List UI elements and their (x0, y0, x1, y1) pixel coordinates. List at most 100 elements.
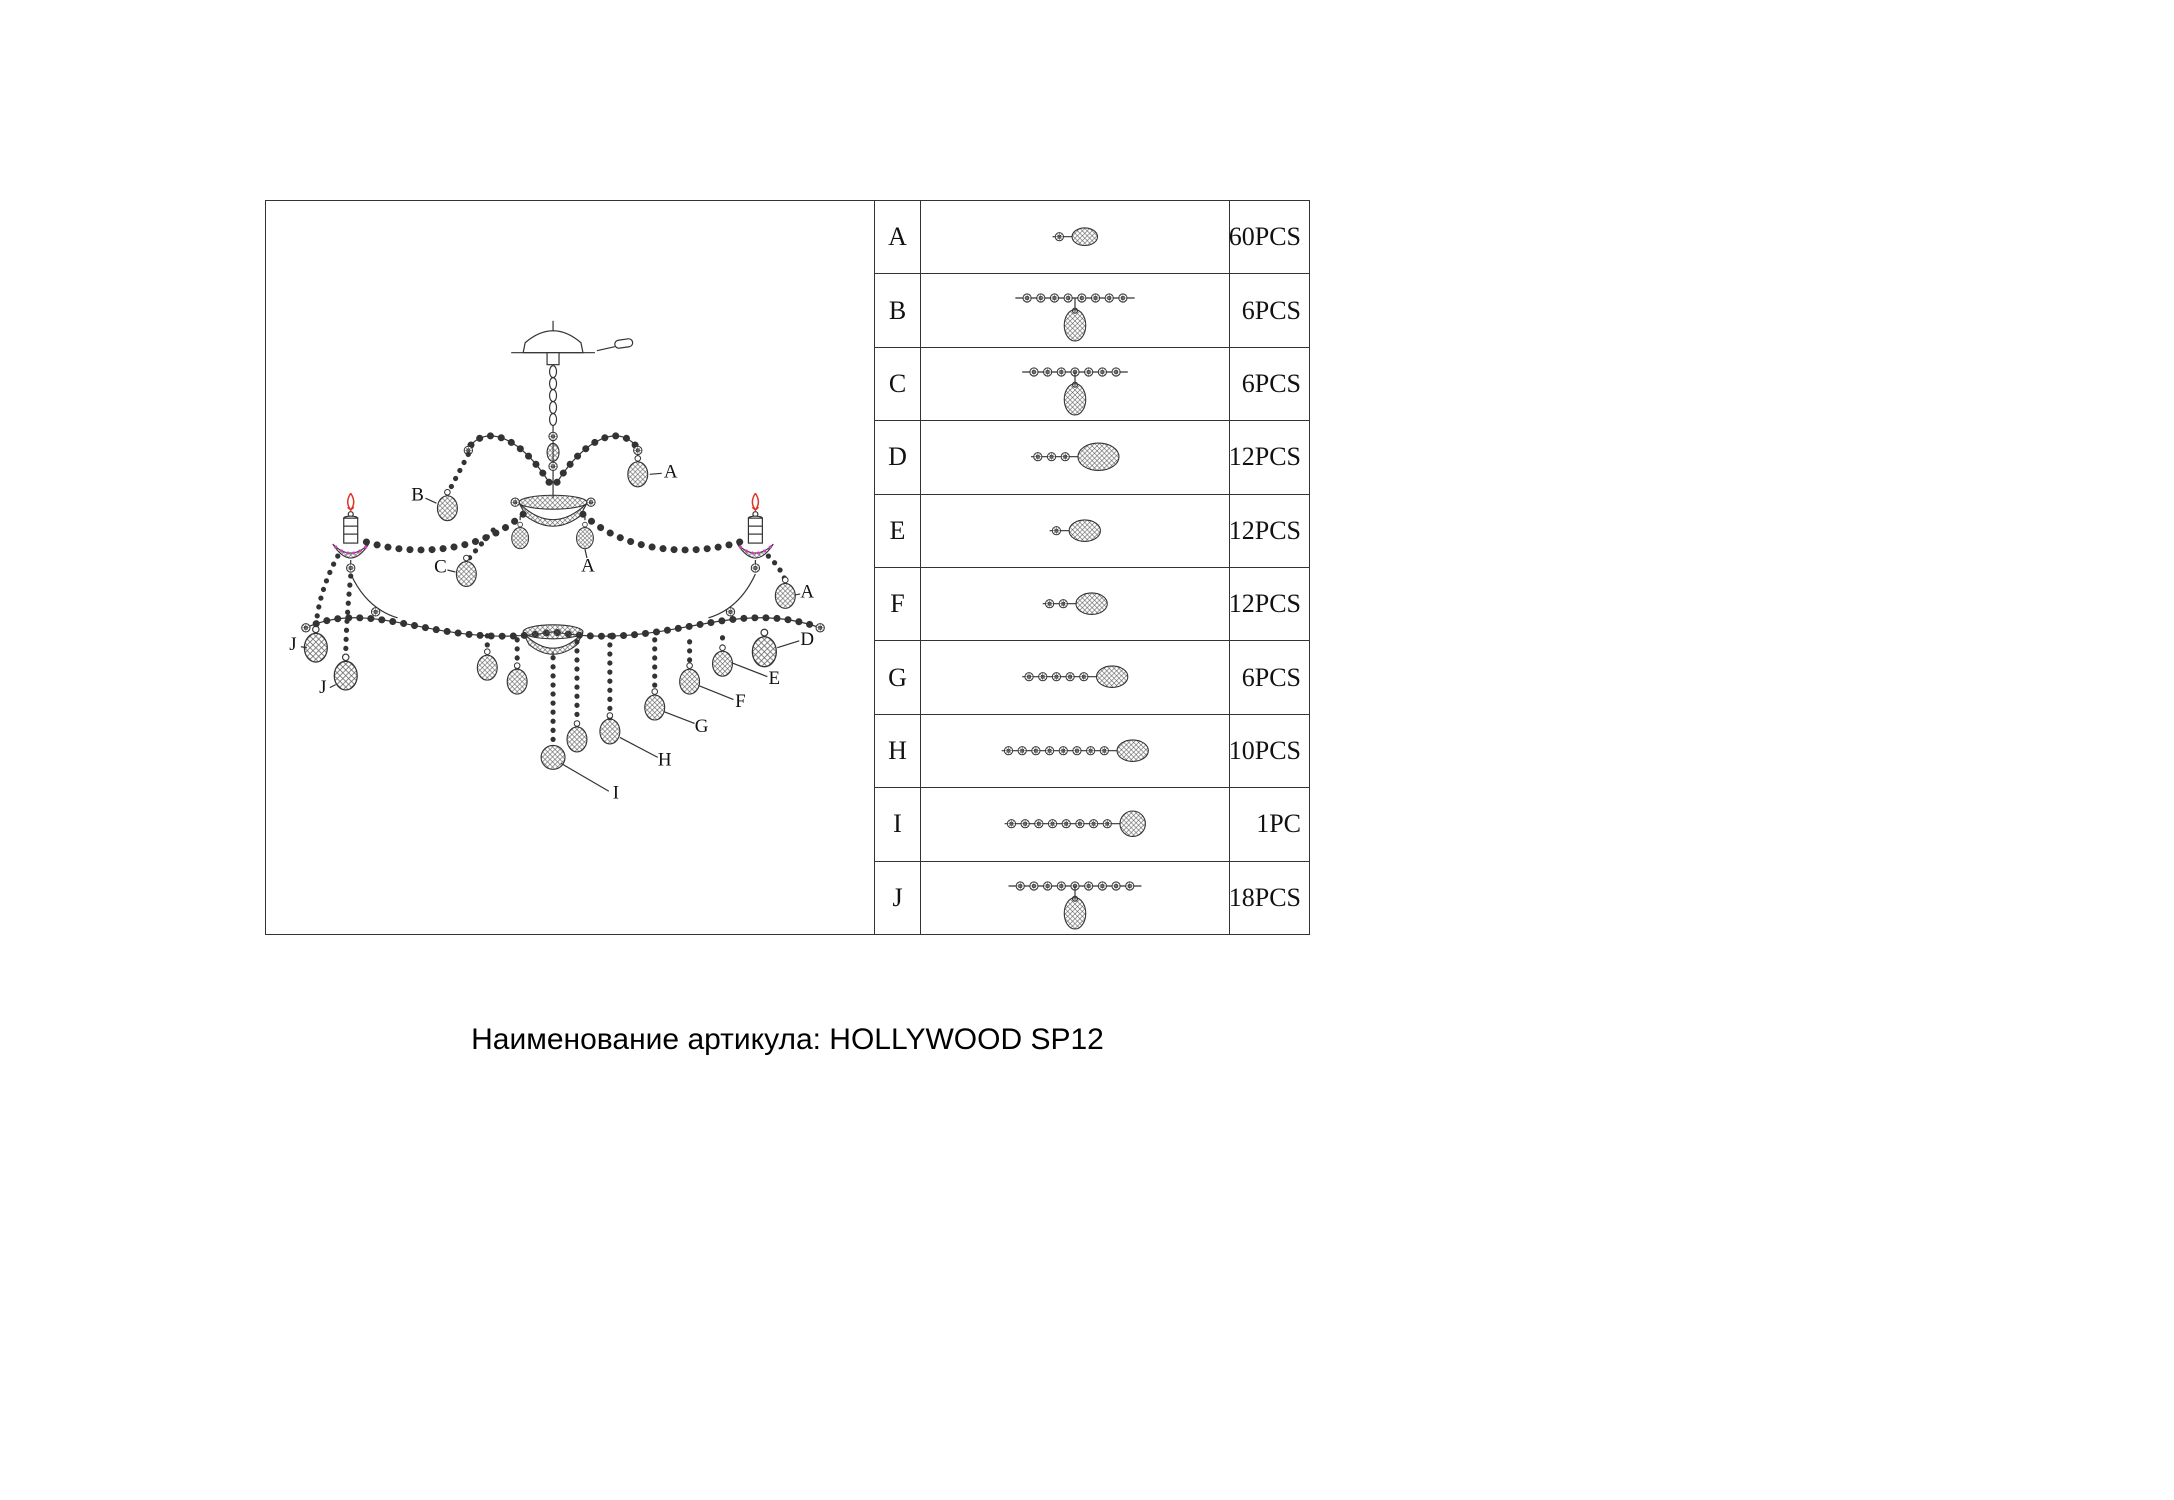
label-a-top: A (664, 462, 678, 483)
part-qty: 6PCS (1229, 274, 1309, 347)
content-frame: A B C A A J J D E (265, 200, 1310, 935)
crystal-j-2 (333, 573, 358, 691)
part-illustration-cell (921, 641, 1229, 713)
part-letter: J (875, 861, 921, 935)
part-diagram (1022, 367, 1128, 416)
parts-table-row: E 12PCS (875, 494, 1309, 569)
part-letter: C (875, 347, 921, 421)
part-diagram (1031, 442, 1120, 472)
parts-table-row: G 6PCS (875, 641, 1309, 715)
leader-line (649, 472, 662, 475)
part-qty: 10PCS (1229, 714, 1309, 788)
part-qty: 12PCS (1229, 568, 1309, 641)
label-b: B (411, 485, 424, 506)
leader-line (795, 593, 801, 596)
leader-line (329, 684, 337, 689)
part-illustration-cell (921, 348, 1229, 420)
label-c: C (434, 556, 447, 577)
part-letter: H (875, 714, 921, 788)
leader-line (663, 710, 695, 725)
part-diagram (1049, 519, 1101, 542)
part-diagram (1001, 739, 1149, 762)
part-qty: 12PCS (1229, 494, 1309, 568)
screwdriver-icon (596, 338, 634, 352)
part-diagram (1052, 227, 1099, 247)
part-diagram (1004, 810, 1146, 838)
leader-line (698, 685, 734, 701)
leader-line (300, 646, 307, 649)
leader-line (777, 640, 800, 649)
parts-table-row: C 6PCS (875, 347, 1309, 422)
part-qty: 60PCS (1229, 201, 1309, 274)
part-qty: 1PC (1229, 788, 1309, 861)
parts-table-row: D 12PCS (875, 421, 1309, 495)
part-illustration-cell (921, 495, 1229, 567)
candle-left (332, 492, 370, 573)
hanging-chain (546, 365, 560, 499)
lower-basket (522, 624, 584, 658)
label-a-mid: A (581, 555, 595, 576)
parts-table-row: A 60PCS (875, 201, 1309, 275)
parts-table-row: J 18PCS (875, 861, 1309, 935)
crystal-c (455, 527, 496, 587)
label-j-1: J (289, 634, 296, 655)
label-a-right: A (800, 581, 814, 602)
parts-table: A 60PCS B 6PCS C 6PCS D 12PCS E 12PCS F … (874, 201, 1309, 935)
part-illustration-cell (921, 274, 1229, 346)
part-diagram (1008, 881, 1142, 930)
leader-line (447, 569, 456, 573)
part-letter: G (875, 641, 921, 714)
parts-table-row: B 6PCS (875, 274, 1309, 348)
part-labels: A B C A A J J D E (289, 462, 814, 804)
candle-right (736, 492, 774, 573)
part-letter: F (875, 568, 921, 641)
part-letter: B (875, 274, 921, 347)
hanging-strands (476, 628, 777, 770)
label-i: I (613, 783, 619, 804)
part-illustration-cell (921, 715, 1229, 787)
part-qty: 12PCS (1229, 421, 1309, 494)
leader-line (425, 497, 437, 504)
label-f: F (735, 691, 746, 712)
assembly-drawing: A B C A A J J D E (266, 201, 874, 934)
label-g: G (695, 716, 709, 737)
crystal-a-top (627, 454, 649, 488)
part-letter: E (875, 494, 921, 568)
crystal-j-1 (303, 553, 341, 663)
part-illustration-cell (921, 788, 1229, 860)
part-diagram (1022, 665, 1129, 689)
upper-arm-left (463, 432, 553, 486)
crystal-b (436, 451, 471, 522)
parts-table-row: I 1PC (875, 788, 1309, 862)
part-letter: A (875, 201, 921, 274)
part-letter: D (875, 421, 921, 494)
ceiling-canopy (511, 320, 595, 366)
part-diagram (1042, 592, 1108, 616)
part-illustration-cell (921, 568, 1229, 640)
part-letter: I (875, 788, 921, 861)
part-diagram (1015, 293, 1135, 342)
part-illustration-cell (921, 421, 1229, 493)
part-illustration-cell (921, 862, 1229, 934)
parts-table-row: H 10PCS (875, 714, 1309, 789)
parts-table-row: F 12PCS (875, 568, 1309, 642)
leader-line (619, 736, 658, 758)
upper-bowl (510, 494, 596, 527)
part-illustration-cell (921, 201, 1229, 273)
part-qty: 6PCS (1229, 347, 1309, 421)
swag-left (357, 510, 527, 554)
label-d: D (800, 629, 814, 650)
label-e: E (769, 668, 781, 689)
leader-line (560, 762, 610, 792)
part-qty: 6PCS (1229, 641, 1309, 714)
crystal-a-right (765, 553, 796, 609)
label-h: H (658, 750, 672, 771)
label-j-2: J (319, 677, 326, 698)
part-qty: 18PCS (1229, 861, 1309, 935)
leader-line (584, 548, 588, 559)
article-caption: Наименование артикула: HOLLYWOOD SP12 (471, 1023, 1104, 1056)
upper-arm-right (553, 432, 643, 486)
leader-line (731, 662, 768, 678)
swag-right (579, 510, 749, 554)
